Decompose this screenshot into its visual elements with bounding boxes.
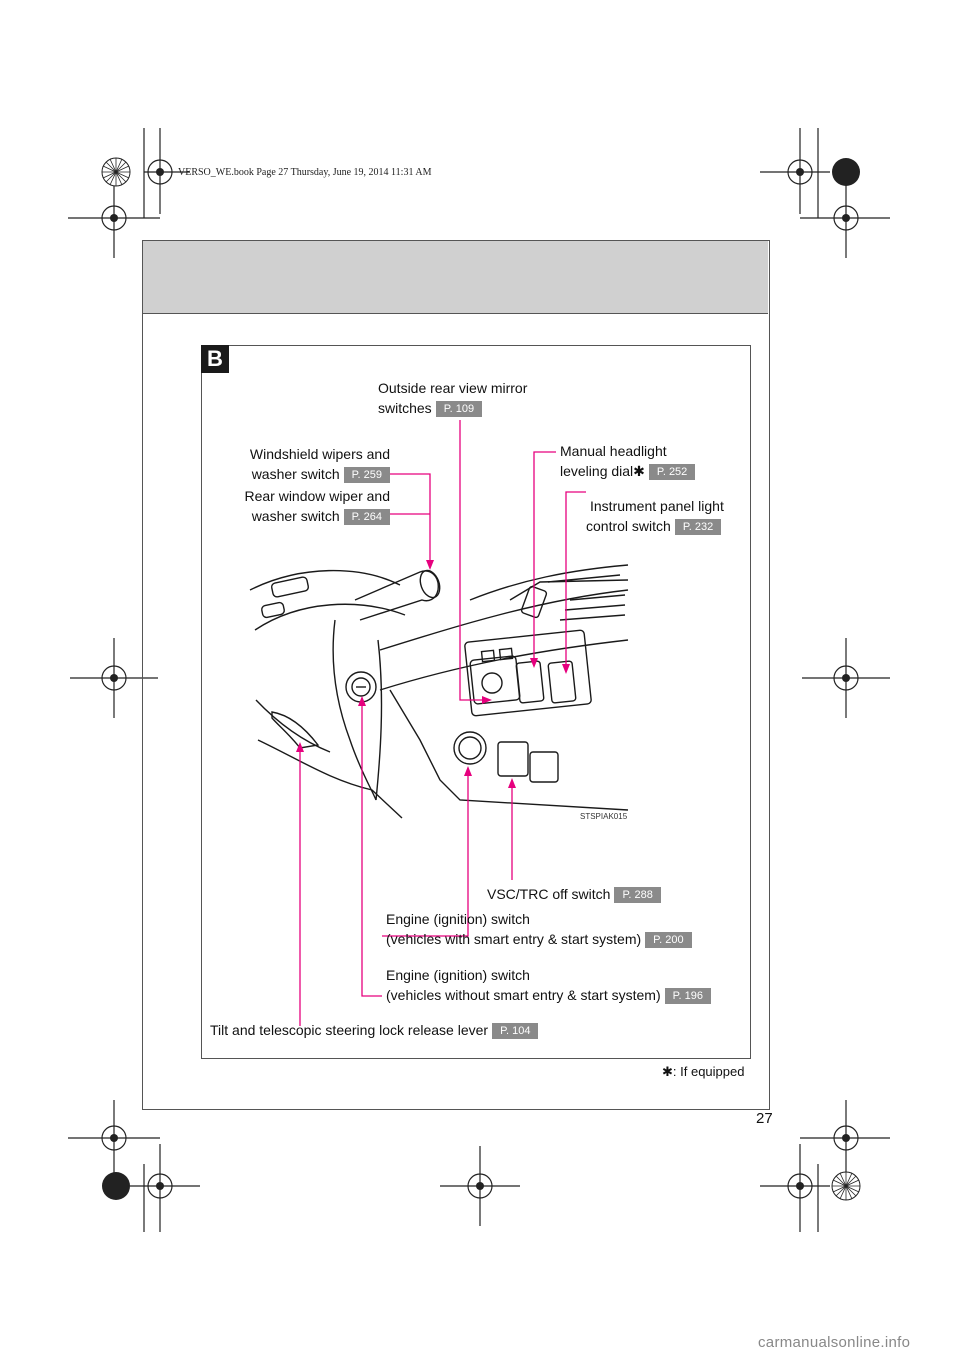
- starburst-bottom-right: [831, 1171, 861, 1201]
- watermark: carmanualsonline.info: [758, 1334, 911, 1351]
- starburst-top-left: [101, 157, 131, 187]
- panel-light-switch: [547, 660, 577, 704]
- label-mirror-line1: Outside rear view mirror: [378, 380, 528, 396]
- label-headlight: Manual headlight leveling dial✱P. 252: [560, 441, 696, 481]
- leader-lines: [299, 420, 586, 1026]
- label-panel-light-line1: Instrument panel light: [590, 498, 724, 514]
- ref-mirror[interactable]: P. 109: [435, 401, 483, 418]
- leader-headlight: [533, 451, 556, 664]
- label-wipers-line1: Windshield wipers and: [249, 446, 390, 462]
- label-engine-nosmart: Engine (ignition) switch (vehicles witho…: [386, 965, 712, 1005]
- ref-engine-smart[interactable]: P. 200: [645, 932, 692, 949]
- label-tilt: Tilt and telescopic steering lock releas…: [210, 1020, 539, 1040]
- label-headlight-line1: Manual headlight: [560, 443, 667, 459]
- leader-mirror: [459, 420, 488, 701]
- label-headlight-line2: leveling dial✱P. 252: [560, 461, 696, 481]
- mirror-switch: [469, 655, 521, 705]
- label-engine-nosmart-line1: Engine (ignition) switch: [386, 967, 530, 983]
- headlight-leveling-dial: [515, 660, 545, 704]
- asterisk-icon: ✱: [633, 463, 645, 479]
- air-vent: [559, 594, 626, 621]
- label-engine-smart-line1: Engine (ignition) switch: [386, 911, 530, 927]
- asterisk-icon: ✱: [662, 1064, 673, 1079]
- leader-wipers: [390, 473, 431, 566]
- switch-panel: [464, 629, 592, 717]
- leader-engine-nosmart: [361, 700, 382, 997]
- ref-headlight[interactable]: P. 252: [648, 464, 696, 481]
- solid-disc-bottom-left: [102, 1172, 130, 1200]
- illustration-code: STSPIAK015: [580, 812, 628, 821]
- ref-vsc[interactable]: P. 288: [614, 887, 661, 904]
- ref-wipers[interactable]: P. 259: [343, 467, 390, 484]
- wheel-button-upper: [270, 576, 310, 598]
- leader-engine-smart: [382, 770, 469, 937]
- section-header-band: [143, 241, 768, 314]
- solid-disc-top-right: [832, 158, 860, 186]
- book-info: VERSO_WE.book Page 27 Thursday, June 19,…: [178, 167, 432, 178]
- leader-panel-light: [565, 491, 586, 670]
- page-number: 27: [756, 1110, 773, 1127]
- vsc-off-switch: [497, 741, 529, 777]
- ref-engine-nosmart[interactable]: P. 196: [664, 988, 712, 1005]
- ref-panel-light[interactable]: P. 232: [674, 519, 722, 536]
- steering-wheel-rim: [249, 569, 401, 591]
- label-engine-smart: Engine (ignition) switch (vehicles with …: [386, 909, 692, 949]
- page-frame: [142, 240, 770, 1110]
- section-badge: B: [201, 345, 229, 373]
- ref-rear-wiper[interactable]: P. 264: [343, 509, 390, 526]
- engine-start-button: [453, 731, 487, 765]
- wheel-button-lower: [261, 601, 285, 619]
- ref-tilt[interactable]: P. 104: [492, 1023, 539, 1040]
- footnote: ✱: If equipped: [662, 1064, 745, 1079]
- label-engine-smart-line2: (vehicles with smart entry & start syste…: [386, 929, 692, 949]
- label-engine-nosmart-line2: (vehicles without smart entry & start sy…: [386, 985, 712, 1005]
- label-rear-wiper-line1: Rear window wiper and: [244, 488, 390, 504]
